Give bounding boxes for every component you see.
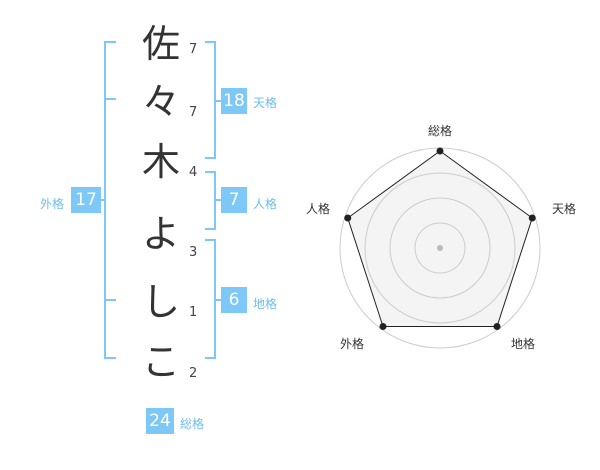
- name-char-2: 々: [141, 80, 180, 124]
- gaikaku-badge: 17: [71, 187, 101, 213]
- name-char-6: こ: [141, 340, 180, 384]
- stroke-count-4: 3: [189, 245, 198, 260]
- radar-label-jinkaku: 人格: [306, 202, 331, 216]
- radar-point-1: [436, 147, 444, 155]
- name-char-5: し: [141, 280, 180, 324]
- radar-label-soukaku: 総格: [428, 124, 453, 138]
- radar-label-chikaku: 地格: [511, 337, 536, 351]
- name-char-4: よ: [141, 212, 180, 256]
- radar-inner-ring-3: [364, 172, 516, 324]
- stroke-count-3: 4: [189, 165, 198, 180]
- soukaku-label: 総格: [180, 417, 205, 431]
- stroke-count-6: 2: [189, 366, 198, 381]
- radar-inner-ring-1: [414, 222, 466, 274]
- radar-point-5: [344, 214, 352, 222]
- tenkaku-badge: 18: [221, 88, 247, 114]
- radar-label-tenkaku: 天格: [552, 202, 577, 216]
- radar-center-dot: [437, 245, 443, 251]
- tenkaku-label: 天格: [253, 96, 278, 110]
- chikaku-badge: 6: [221, 287, 247, 313]
- radar-point-4: [379, 322, 387, 330]
- radar-point-3: [493, 322, 501, 330]
- gaikaku-label: 外格: [40, 197, 65, 211]
- soukaku-badge: 24: [146, 408, 174, 434]
- chikaku-label: 地格: [253, 297, 278, 311]
- name-char-1: 佐: [141, 22, 180, 66]
- jinkaku-label: 人格: [253, 197, 278, 211]
- radar-label-gaikaku: 外格: [340, 337, 365, 351]
- radar-polygon: [347, 150, 533, 327]
- jinkaku-badge: 7: [221, 187, 247, 213]
- stroke-count-1: 7: [189, 42, 198, 57]
- stroke-count-5: 1: [189, 305, 198, 320]
- name-char-3: 木: [141, 140, 180, 184]
- radar-point-2: [528, 214, 536, 222]
- stroke-count-2: 7: [189, 105, 198, 120]
- radar-inner-ring-2: [389, 197, 491, 299]
